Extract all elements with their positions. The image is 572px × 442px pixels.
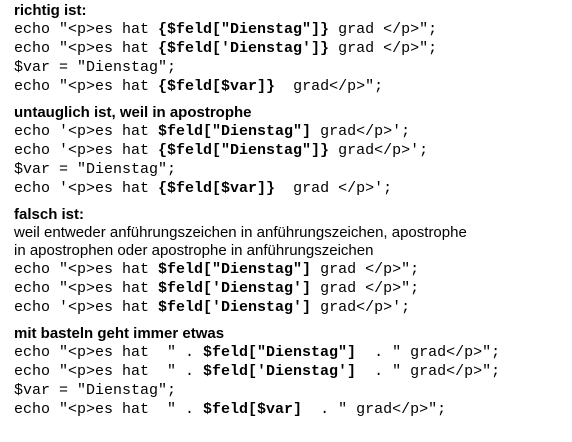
section-heading: mit basteln geht immer etwas [14,325,225,342]
code-line: echo "<p>es hat {$feld['Dienstag']} grad… [14,39,568,58]
code-text: . " grad</p>"; [356,363,501,380]
code-text: echo "<p>es hat [14,261,159,278]
code-text: echo "<p>es hat " . [14,344,204,361]
section-heading: falsch ist: [14,206,85,223]
code-text: grad </p>"; [311,280,420,297]
code-line: $var = "Dienstag"; [14,160,568,179]
code-text: echo '<p>es hat [14,142,159,159]
code-text: $var = "Dienstag"; [14,161,177,178]
code-variable-bold: $feld['Dienstag'] [158,299,312,316]
code-line: $var = "Dienstag"; [14,58,568,77]
code-text: echo "<p>es hat " . [14,363,204,380]
code-line: $var = "Dienstag"; [14,381,568,400]
code-text: $var = "Dienstag"; [14,382,177,399]
code-text: grad </p>"; [311,261,420,278]
code-line: echo '<p>es hat $feld["Dienstag"] grad</… [14,122,568,141]
section-falsch: falsch ist: weil entweder anführungszeic… [14,206,568,317]
code-text: echo "<p>es hat " . [14,401,204,418]
code-variable-bold: $feld["Dienstag"] [203,344,357,361]
code-variable-bold: {$feld['Dienstag']} [158,40,330,57]
code-block: echo "<p>es hat $feld["Dienstag"] grad <… [14,260,568,317]
code-variable-bold: $feld["Dienstag"] [158,261,312,278]
section-richtig: richtig ist: echo "<p>es hat {$feld["Die… [14,2,568,96]
code-text: grad </p>"; [329,21,438,38]
code-variable-bold: {$feld["Dienstag"]} [158,21,330,38]
code-text: grad</p>"; [275,78,384,95]
code-line: echo "<p>es hat " . $feld[$var] . " grad… [14,400,568,419]
code-text: echo "<p>es hat [14,21,159,38]
code-text: . " grad</p>"; [356,344,501,361]
code-text: echo '<p>es hat [14,123,159,140]
code-variable-bold: $feld["Dienstag"] [158,123,312,140]
code-block: echo "<p>es hat {$feld["Dienstag"]} grad… [14,20,568,96]
code-variable-bold: {$feld[$var]} [158,78,276,95]
code-variable-bold: {$feld[$var]} [158,180,276,197]
section-untauglich: untauglich ist, weil in apostrophe echo … [14,104,568,198]
code-line: echo "<p>es hat " . $feld["Dienstag"] . … [14,343,568,362]
code-text: grad </p>'; [275,180,393,197]
code-text: echo "<p>es hat [14,40,159,57]
code-text: grad</p>'; [311,123,411,140]
php-string-examples-document: richtig ist: echo "<p>es hat {$feld["Die… [14,2,568,419]
code-text: . " grad</p>"; [302,401,447,418]
code-line: echo '<p>es hat {$feld["Dienstag"]} grad… [14,141,568,160]
code-line: echo '<p>es hat $feld['Dienstag'] grad</… [14,298,568,317]
code-line: echo "<p>es hat {$feld["Dienstag"]} grad… [14,20,568,39]
code-line: echo "<p>es hat $feld['Dienstag'] grad <… [14,279,568,298]
code-line: echo "<p>es hat $feld["Dienstag"] grad <… [14,260,568,279]
code-text: $var = "Dienstag"; [14,59,177,76]
section-heading: untauglich ist, weil in apostrophe [14,104,252,121]
code-variable-bold: $feld[$var] [203,401,303,418]
code-variable-bold: $feld['Dienstag'] [158,280,312,297]
code-variable-bold: $feld['Dienstag'] [203,363,357,380]
code-text: echo '<p>es hat [14,299,159,316]
section-basteln: mit basteln geht immer etwas echo "<p>es… [14,325,568,419]
code-text: grad </p>"; [329,40,438,57]
code-text: grad</p>'; [329,142,429,159]
explanation-line: weil entweder anführungszeichen in anfüh… [14,224,467,241]
code-text: grad</p>'; [311,299,411,316]
code-block: echo "<p>es hat " . $feld["Dienstag"] . … [14,343,568,419]
code-block: echo '<p>es hat $feld["Dienstag"] grad</… [14,122,568,198]
code-line: echo "<p>es hat {$feld[$var]} grad</p>"; [14,77,568,96]
code-line: echo '<p>es hat {$feld[$var]} grad </p>'… [14,179,568,198]
code-text: echo "<p>es hat [14,78,159,95]
explanation-line: in apostrophen oder apostrophe in anführ… [14,242,374,259]
section-heading: richtig ist: [14,2,87,19]
code-text: echo '<p>es hat [14,180,159,197]
code-line: echo "<p>es hat " . $feld['Dienstag'] . … [14,362,568,381]
code-text: echo "<p>es hat [14,280,159,297]
code-variable-bold: {$feld["Dienstag"]} [158,142,330,159]
